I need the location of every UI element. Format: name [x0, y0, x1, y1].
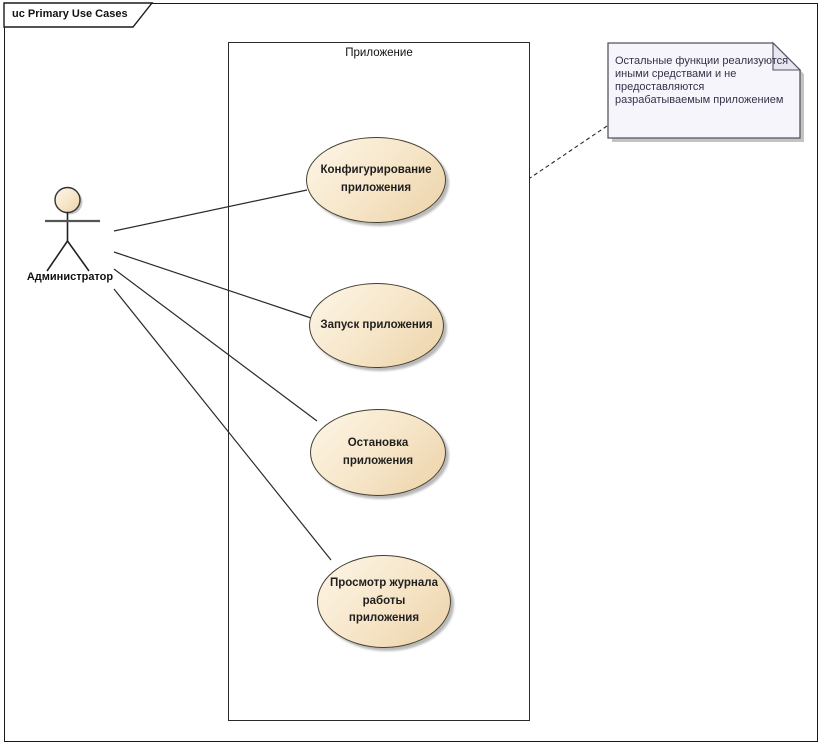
- note-shape: [607, 41, 804, 142]
- note-text-line: разрабатываемым приложением: [615, 94, 784, 106]
- association-connectors: [113, 189, 332, 561]
- association-stop: [113, 268, 318, 422]
- association-configure: [113, 189, 308, 232]
- actor-head: [54, 186, 81, 214]
- usecase-label: Запуск приложения: [320, 318, 433, 331]
- association-launch: [113, 251, 312, 319]
- usecase-launch-application: Запуск приложения: [309, 283, 444, 368]
- actor-figure: [45, 186, 100, 272]
- actor-label: Администратор: [26, 271, 114, 283]
- frame-label-pentagon: [3, 2, 154, 28]
- frame-label: uc Primary Use Cases: [12, 8, 128, 20]
- usecase-view-application-log: Просмотр журнала работы приложения: [317, 555, 451, 648]
- diagram-frame: [4, 3, 818, 742]
- note-link-dashed-line: [529, 125, 608, 179]
- note-fold-corner: [772, 41, 802, 71]
- note-body: [607, 42, 801, 139]
- system-boundary: [228, 42, 530, 721]
- system-boundary-label: Приложение: [345, 47, 413, 59]
- usecase-label: Просмотр журнала работы приложения: [330, 576, 438, 625]
- usecase-stop-application: Остановка приложения: [310, 409, 446, 496]
- note-text-line: иными средствами и не: [615, 68, 737, 80]
- actor-right-leg: [66, 240, 90, 272]
- note-text: Остальные функции реализуются иными сред…: [615, 55, 797, 107]
- usecase-label: Конфигурирование приложения: [320, 164, 432, 194]
- actor-left-leg: [46, 240, 69, 272]
- note-text-line: Остальные функции реализуются: [615, 55, 789, 67]
- usecase-configure-application: Конфигурирование приложения: [306, 137, 446, 223]
- usecase-label: Остановка приложения: [342, 436, 414, 467]
- association-view-log: [113, 288, 332, 561]
- note-text-line: предоставляются: [615, 81, 705, 93]
